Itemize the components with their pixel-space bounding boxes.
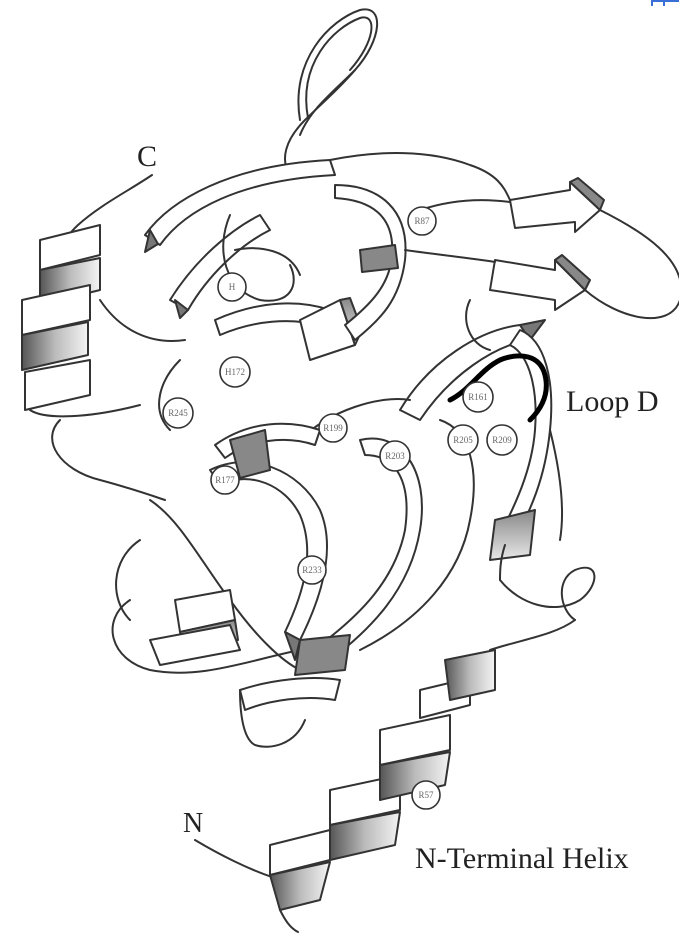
residue-label: R245 <box>168 408 188 418</box>
left-helix <box>22 225 140 416</box>
residue-marker: R177 <box>211 466 239 494</box>
n-terminal-helix <box>195 620 575 932</box>
residue-marker: H172 <box>220 357 250 387</box>
c-terminus-label: C <box>137 140 157 174</box>
residue-label: R161 <box>468 392 488 402</box>
residue-marker: R87 <box>408 207 436 235</box>
residue-label: R199 <box>323 423 343 433</box>
residue-marker: R209 <box>487 425 517 455</box>
residue-marker: R199 <box>319 414 347 442</box>
residue-label: R203 <box>385 451 405 461</box>
residue-label: R233 <box>302 565 322 575</box>
residue-label: H <box>229 282 236 292</box>
residue-label: R205 <box>453 435 473 445</box>
residue-marker: R205 <box>448 425 478 455</box>
lower-beta-sheet <box>52 300 594 747</box>
n-terminus-label: N <box>183 808 203 840</box>
loop-d-label: Loop D <box>566 385 659 419</box>
residue-marker: R57 <box>412 781 440 809</box>
upper-beta-sheet <box>145 160 406 360</box>
corner-mark <box>649 0 679 8</box>
residue-marker: H <box>218 273 246 301</box>
residue-marker: R161 <box>463 382 493 412</box>
residue-label: H172 <box>225 367 245 377</box>
top-loop <box>285 9 377 175</box>
residue-label: R177 <box>215 475 235 485</box>
residue-label: R209 <box>492 435 512 445</box>
residue-markers: R87 H H172 R245 R199 R203 R161 R205 <box>163 207 517 809</box>
residue-marker: R203 <box>380 441 410 471</box>
n-terminal-helix-label: N-Terminal Helix <box>415 842 629 876</box>
residue-marker: R245 <box>163 398 193 428</box>
residue-label: R57 <box>418 790 434 800</box>
residue-label: R87 <box>414 216 430 226</box>
residue-marker: R233 <box>298 556 326 584</box>
